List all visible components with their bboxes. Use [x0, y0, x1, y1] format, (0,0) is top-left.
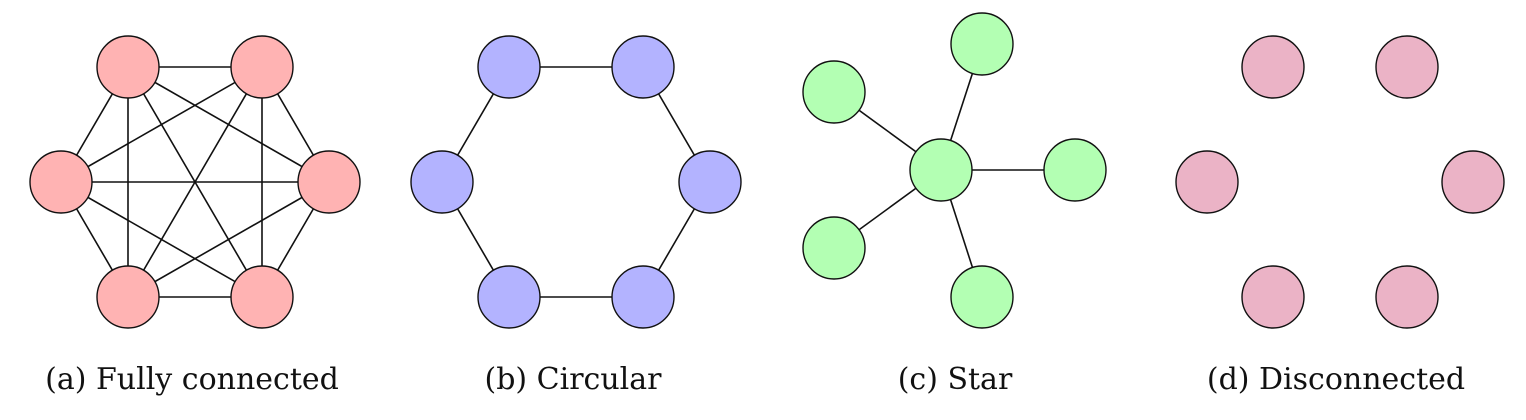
node-c-0: [909, 138, 973, 202]
node-d-2: [1441, 150, 1505, 214]
edge-a-3-5: [60, 181, 263, 298]
node-b-3: [611, 265, 675, 329]
panel-fully-connected: [29, 35, 361, 329]
edge-a-2-4: [127, 181, 330, 298]
node-c-2: [950, 12, 1014, 76]
node-b-2: [678, 150, 742, 214]
node-c-1: [802, 60, 866, 124]
node-d-4: [1241, 265, 1305, 329]
caption-fully-connected: (a) Fully connected: [45, 362, 339, 397]
node-d-1: [1375, 35, 1439, 99]
node-b-1: [611, 35, 675, 99]
node-a-1: [230, 35, 294, 99]
node-a-5: [29, 150, 93, 214]
node-d-5: [1175, 150, 1239, 214]
node-b-4: [477, 265, 541, 329]
caption-star: (c) Star: [897, 362, 1013, 397]
node-a-2: [297, 150, 361, 214]
panel-star: [802, 12, 1107, 329]
node-a-4: [96, 265, 160, 329]
node-b-0: [477, 35, 541, 99]
node-a-3: [230, 265, 294, 329]
node-b-5: [410, 150, 474, 214]
panel-circular: [410, 35, 742, 329]
node-c-3: [1043, 138, 1107, 202]
node-c-4: [950, 265, 1014, 329]
node-c-5: [802, 216, 866, 280]
panel-disconnected: [1175, 35, 1505, 329]
caption-circular: (b) Circular: [484, 362, 662, 397]
edge-a-1-5: [60, 66, 263, 183]
node-d-3: [1375, 265, 1439, 329]
node-a-0: [96, 35, 160, 99]
caption-disconnected: (d) Disconnected: [1206, 362, 1466, 397]
node-d-0: [1241, 35, 1305, 99]
